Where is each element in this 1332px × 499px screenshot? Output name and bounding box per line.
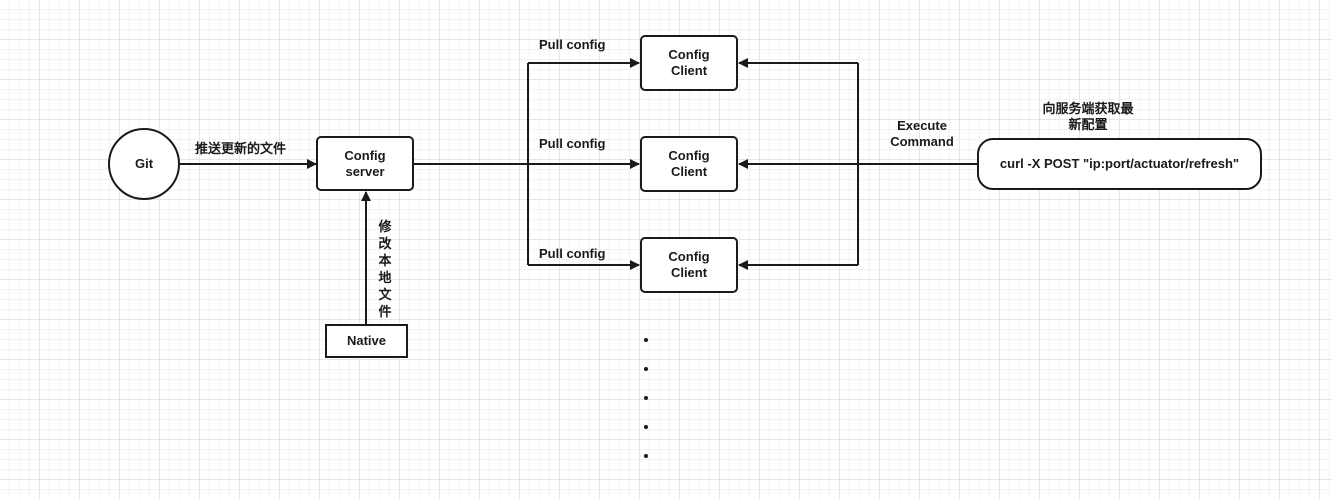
ellipsis-dot <box>644 367 648 371</box>
modify-local-label: 修改本地文件 <box>378 219 392 319</box>
config-client-node-2: Config Client <box>640 136 738 192</box>
client-label-line1: Config <box>668 249 710 264</box>
pull-config-label-3: Pull config <box>539 246 606 261</box>
ellipsis-dot <box>644 338 648 342</box>
ellipsis-dot <box>644 454 648 458</box>
pull-config-label-1: Pull config <box>539 37 606 52</box>
config-server-node: Config server <box>316 136 414 191</box>
git-label: Git <box>134 156 154 171</box>
fetch-latest-line1: 向服务端获取最 <box>1042 101 1134 116</box>
git-node: Git <box>108 128 180 200</box>
native-label: Native <box>346 333 387 348</box>
client-label-line1: Config <box>668 148 710 163</box>
fetch-latest-line2: 新配置 <box>1068 117 1108 132</box>
pull-config-label-2: Pull config <box>539 136 606 151</box>
execute-command-line1: Execute <box>897 118 947 133</box>
fetch-latest-label: 向服务端获取最 新配置 <box>1030 101 1146 133</box>
client-label-line2: Client <box>670 265 708 280</box>
ellipsis-dot <box>644 425 648 429</box>
execute-command-line2: Command <box>890 134 954 149</box>
client-label-line2: Client <box>670 164 708 179</box>
curl-command-label: curl -X POST "ip:port/actuator/refresh" <box>999 156 1240 171</box>
native-node: Native <box>325 324 408 358</box>
config-server-label-line2: server <box>345 163 385 179</box>
push-update-label: 推送更新的文件 <box>195 141 287 156</box>
execute-command-label: Execute Command <box>880 118 964 150</box>
ellipsis-dot <box>644 396 648 400</box>
config-client-node-1: Config Client <box>640 35 738 91</box>
config-server-label-line1: Config <box>344 147 386 163</box>
curl-command-node: curl -X POST "ip:port/actuator/refresh" <box>977 138 1262 190</box>
client-label-line2: Client <box>670 63 708 78</box>
client-label-line1: Config <box>668 47 710 62</box>
config-client-node-3: Config Client <box>640 237 738 293</box>
